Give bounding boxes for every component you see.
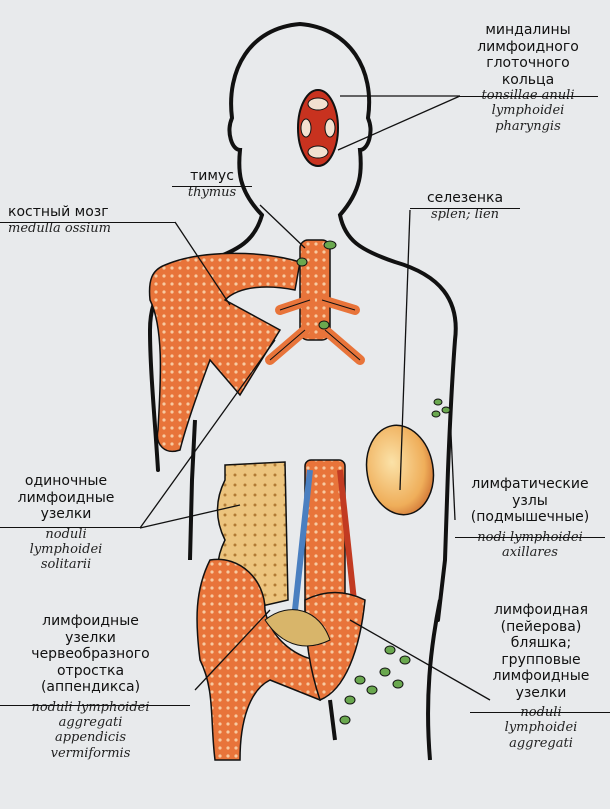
peyer-ru-6: узелки [476, 685, 606, 702]
solitary-ru-3: узелки [6, 506, 126, 523]
peyer-underline [470, 712, 610, 713]
appendix-la-4: vermiformis [8, 746, 173, 761]
appendix-la-1: noduli lymphoidei [8, 700, 173, 715]
bone-marrow-label: костный мозг medulla ossium [8, 204, 178, 236]
tonsils-label: миндалины лимфоидного глоточного кольца … [458, 22, 598, 134]
tonsils-ru-3: глоточного [458, 55, 598, 72]
appendix-ru-4: отростка [8, 663, 173, 680]
tonsils-la-2: lymphoidei [458, 103, 598, 118]
peyer-la-3: aggregati [476, 736, 606, 751]
solitary-la-1: noduli [6, 527, 126, 542]
peyer-la-2: lymphoidei [476, 720, 606, 735]
thymus-label: тимус thymus [172, 168, 252, 200]
peyer-ru-2: (пейерова) [476, 619, 606, 636]
solitary-ru-2: лимфоидные [6, 490, 126, 507]
solitary-nodules-label: одиночные лимфоидные узелки noduli lymph… [6, 473, 126, 573]
bone-marrow-underline [0, 222, 175, 223]
tonsils-la-3: pharyngis [458, 119, 598, 134]
appendix-underline [0, 705, 190, 706]
spleen-underline [410, 208, 520, 209]
axillary-ru-2: узлы [455, 493, 605, 510]
peyer-ru-5: лимфоидные [476, 668, 606, 685]
tonsils-ru-4: кольца [458, 72, 598, 89]
axillary-ru-1: лимфатические [455, 476, 605, 493]
appendix-ru-2: узелки [8, 630, 173, 647]
tonsils-ru-1: миндалины [458, 22, 598, 39]
tonsils-underline [458, 96, 598, 97]
axillary-underline [455, 537, 605, 538]
axillary-ru-3: (подмышечные) [455, 509, 605, 526]
solitary-ru-1: одиночные [6, 473, 126, 490]
appendix-ru-3: червеобразного [8, 646, 173, 663]
spleen-ru: селезенка [410, 190, 520, 207]
peyer-ru-4: групповые [476, 652, 606, 669]
appendix-la-2: aggregati [8, 715, 173, 730]
body-outline-left-leg [190, 420, 195, 560]
thymus-ru: тимус [172, 168, 252, 185]
peyer-patch-label: лимфоидная (пейерова) бляшка; групповые … [476, 602, 606, 751]
appendix-nodules-label: лимфоидные узелки червеобразного отростк… [8, 613, 173, 761]
peyer-ru-3: бляшка; [476, 635, 606, 652]
spleen-organ [360, 420, 441, 520]
thymus-underline [172, 186, 252, 187]
peyer-ru-1: лимфоидная [476, 602, 606, 619]
pelvis-femur [197, 559, 320, 760]
axillary-la-2: axillares [455, 545, 605, 560]
axillary-nodes-label: лимфатические узлы (подмышечные) nodi ly… [455, 476, 605, 560]
solitary-la-3: solitarii [6, 557, 126, 572]
axillary-nodes [432, 399, 450, 417]
tonsils-ru-2: лимфоидного [458, 39, 598, 56]
bone-marrow-ru: костный мозг [8, 204, 178, 221]
appendix-ru-1: лимфоидные [8, 613, 173, 630]
appendix-ru-5: (аппендикса) [8, 679, 173, 696]
solitary-la-2: lymphoidei [6, 542, 126, 557]
appendix-la-3: appendicis [8, 730, 173, 745]
solitary-underline [0, 527, 140, 528]
spleen-label: селезенка splen; lien [410, 190, 520, 222]
tonsils-mouth [298, 90, 338, 166]
